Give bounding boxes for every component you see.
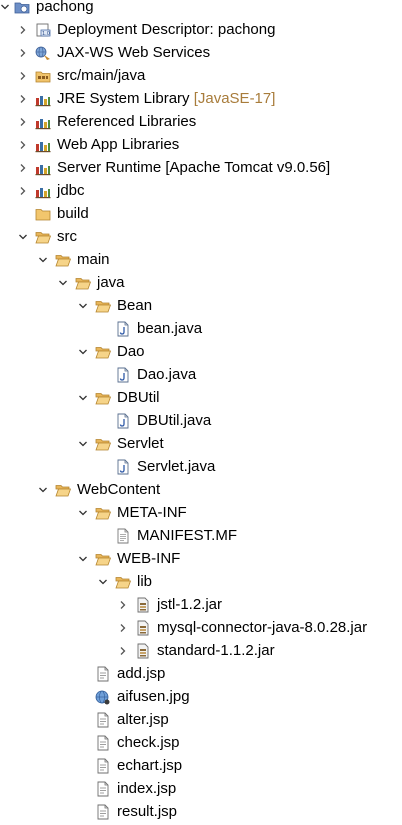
jar-file-icon (135, 597, 151, 613)
open-folder-icon (55, 482, 71, 498)
tree-item-label: DBUtil (117, 389, 160, 406)
collapsed-chevron-icon[interactable] (116, 593, 130, 616)
expanded-chevron-icon[interactable] (76, 432, 90, 455)
image-file-icon (95, 689, 111, 705)
tree-item-label: jstl-1.2.jar (157, 596, 223, 613)
collapsed-chevron-icon[interactable] (16, 87, 30, 110)
collapsed-chevron-icon[interactable] (16, 133, 30, 156)
collapsed-chevron-icon[interactable] (16, 179, 30, 202)
open-folder-icon (95, 390, 111, 406)
project-icon (14, 0, 30, 15)
collapsed-chevron-icon[interactable] (16, 64, 30, 87)
jar-file-icon (135, 643, 151, 659)
jar-file-icon (135, 620, 151, 636)
open-folder-icon (75, 275, 91, 291)
tree-item-label: JRE System Library [JavaSE-17] (57, 90, 276, 107)
tree-item-label: Dao.java (137, 366, 197, 383)
tree-item-label: Servlet (117, 435, 164, 452)
svg-text:1.0: 1.0 (42, 31, 50, 37)
text-file-icon (115, 528, 131, 544)
open-folder-icon (35, 229, 51, 245)
tree-item-label: aifusen.jpg (117, 688, 190, 705)
open-folder-icon (115, 574, 131, 590)
tree-item-decoration: [JavaSE-17] (193, 90, 276, 107)
tree-item-label: check.jsp (117, 734, 180, 751)
open-folder-icon (95, 344, 111, 360)
tree-item-label: mysql-connector-java-8.0.28.jar (157, 619, 368, 636)
tree-item-label: src (57, 228, 77, 245)
jsp-file-icon (95, 735, 111, 751)
folder-icon (35, 206, 51, 222)
tree-item-label: echart.jsp (117, 757, 183, 774)
tree-item-label: pachong (36, 0, 94, 15)
tree-item-label: Servlet.java (137, 458, 216, 475)
tree-item-label: build (57, 205, 89, 222)
open-folder-icon (95, 505, 111, 521)
library-icon (35, 160, 51, 176)
collapsed-chevron-icon[interactable] (16, 18, 30, 41)
open-folder-icon (95, 298, 111, 314)
expanded-chevron-icon[interactable] (36, 248, 50, 271)
library-icon (35, 137, 51, 153)
expanded-chevron-icon[interactable] (16, 225, 30, 248)
java-file-icon (115, 459, 131, 475)
tree-item-label: standard-1.1.2.jar (157, 642, 275, 659)
tree-item-label: Deployment Descriptor: pachong (57, 21, 276, 38)
tree-item-label: JAX-WS Web Services (57, 44, 211, 61)
tree-item-label: META-INF (117, 504, 187, 521)
expanded-chevron-icon[interactable] (76, 340, 90, 363)
tree-item-label: Dao (117, 343, 145, 360)
tree-item-label: index.jsp (117, 780, 177, 797)
tree-item-label: WEB-INF (117, 550, 181, 567)
source-folder-icon (35, 68, 51, 84)
library-icon (35, 183, 51, 199)
expanded-chevron-icon[interactable] (76, 386, 90, 409)
tree-item-label: MANIFEST.MF (137, 527, 237, 544)
tree-item-label: result.jsp (117, 803, 178, 820)
jsp-file-icon (95, 781, 111, 797)
java-file-icon (115, 367, 131, 383)
expanded-chevron-icon[interactable] (96, 570, 110, 593)
expanded-chevron-icon[interactable] (36, 478, 50, 501)
tree-item-label: Bean (117, 297, 153, 314)
tree-item-label: main (77, 251, 110, 268)
tree-item-label: add.jsp (117, 665, 166, 682)
collapsed-chevron-icon[interactable] (116, 616, 130, 639)
java-file-icon (115, 321, 131, 337)
tree-item-label: jdbc (57, 182, 85, 199)
deployment-descriptor-icon: 1.0 (35, 22, 51, 38)
tree-item-label: java (97, 274, 125, 291)
collapsed-chevron-icon[interactable] (16, 156, 30, 179)
expanded-chevron-icon[interactable] (76, 294, 90, 317)
open-folder-icon (95, 436, 111, 452)
collapsed-chevron-icon[interactable] (16, 41, 30, 64)
expanded-chevron-icon[interactable] (76, 501, 90, 524)
tree-item-label: Server Runtime [Apache Tomcat v9.0.56] (57, 159, 331, 176)
open-folder-icon (95, 551, 111, 567)
web-services-icon (35, 45, 51, 61)
tree-item-label: lib (137, 573, 153, 590)
java-file-icon (115, 413, 131, 429)
collapsed-chevron-icon[interactable] (16, 110, 30, 133)
expanded-chevron-icon[interactable] (56, 271, 70, 294)
jsp-file-icon (95, 712, 111, 728)
tree-item-label: DBUtil.java (137, 412, 212, 429)
tree-item-label: Referenced Libraries (57, 113, 197, 130)
tree-item-label: Web App Libraries (57, 136, 180, 153)
library-icon (35, 91, 51, 107)
collapsed-chevron-icon[interactable] (116, 639, 130, 662)
library-icon (35, 114, 51, 130)
tree-item-label: alter.jsp (117, 711, 169, 728)
expanded-chevron-icon[interactable] (76, 547, 90, 570)
expanded-chevron-icon[interactable] (0, 0, 12, 18)
jsp-file-icon (95, 666, 111, 682)
open-folder-icon (55, 252, 71, 268)
tree-item-label: src/main/java (57, 67, 146, 84)
tree-item-label: WebContent (77, 481, 161, 498)
jsp-file-icon (95, 758, 111, 774)
jsp-file-icon (95, 804, 111, 820)
tree-item-label: bean.java (137, 320, 203, 337)
